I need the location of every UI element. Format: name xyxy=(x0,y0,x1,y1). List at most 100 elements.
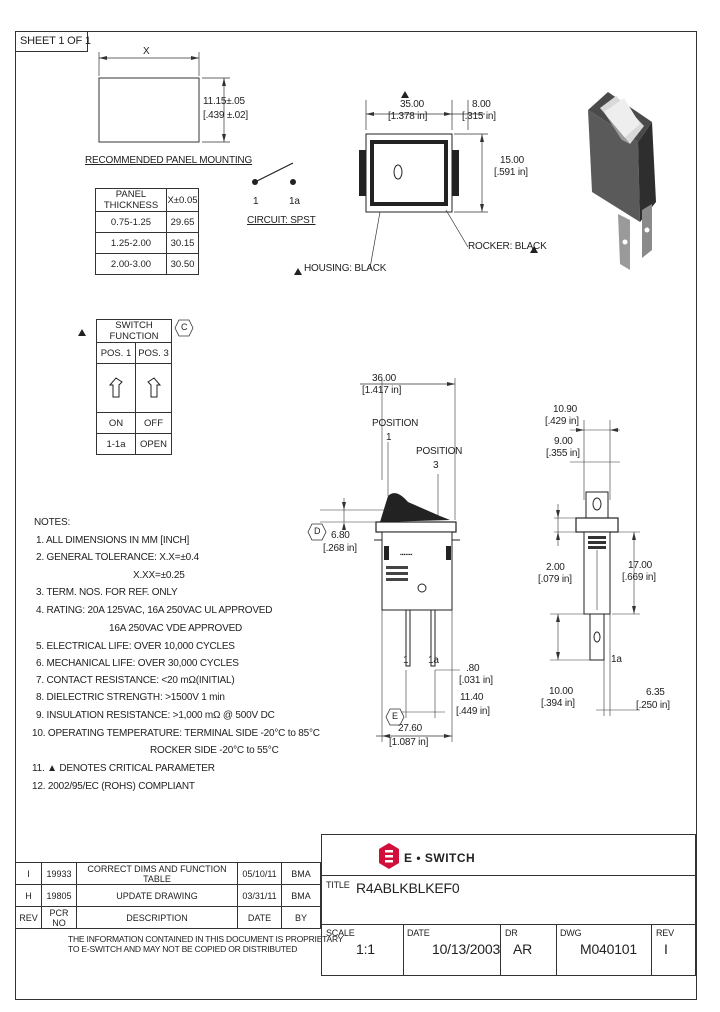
panel-caption: RECOMMENDED PANEL MOUNTING xyxy=(85,155,253,166)
end-body-height-dim-in: [.669 in] xyxy=(622,572,656,583)
circuit-pin-1: 1 xyxy=(253,196,259,207)
revision-table: I 19933 CORRECT DIMS AND FUNCTION TABLE … xyxy=(15,862,321,929)
note-item: 5. ELECTRICAL LIFE: OVER 10,000 CYCLES xyxy=(36,641,235,652)
end-terminal-length-dim-in: [.394 in] xyxy=(541,698,575,709)
circuit-caption: CIRCUIT: SPST xyxy=(247,215,316,226)
revision-header-pcr: PCR NO xyxy=(41,906,77,929)
rocker-pos1-icon xyxy=(96,363,136,413)
end-flange-dim: 2.00 xyxy=(546,562,565,573)
disclaimer-line-2: TO E-SWITCH AND MAY NOT BE COPIED OR DIS… xyxy=(68,944,298,954)
switch-circuit-pos3: OPEN xyxy=(135,433,172,455)
critical-parameter-icon xyxy=(294,263,302,281)
note-item: 2. GENERAL TOLERANCE: X.X=±0.4 xyxy=(36,552,199,563)
revision-header-date: DATE xyxy=(237,906,282,929)
circuit-symbol xyxy=(252,162,296,185)
position-3-label: POSITION xyxy=(416,446,463,457)
rev-cell: H xyxy=(15,884,42,907)
description-cell: UPDATE DRAWING xyxy=(76,884,238,907)
pcr-cell: 19933 xyxy=(41,862,77,885)
top-view-drawing xyxy=(359,100,488,269)
note-item: 3. TERM. NOS. FOR REF. ONLY xyxy=(36,587,178,598)
note-item: X.XX=±0.25 xyxy=(133,570,185,581)
description-cell: CORRECT DIMS AND FUNCTION TABLE xyxy=(76,862,238,885)
panel-header-x: X±0.05 xyxy=(166,188,199,212)
circuit-pin-1a: 1a xyxy=(289,196,300,207)
rev-cell xyxy=(651,924,696,976)
panel-x-label: X xyxy=(143,46,150,57)
switch-circuit-pos1: 1-1a xyxy=(96,433,136,455)
switch-function-title: SWITCH FUNCTION xyxy=(96,319,172,343)
critical-parameter-icon xyxy=(78,324,86,342)
table-cell: 29.65 xyxy=(166,211,199,233)
position-3-number: 3 xyxy=(433,460,439,471)
note-item: 9. INSULATION RESISTANCE: >1,000 mΩ @ 50… xyxy=(36,710,275,721)
end-top-width-dim-in: [.429 in] xyxy=(545,416,579,427)
end-terminal-offset-dim-in: [.250 in] xyxy=(636,700,670,711)
date-cell: 05/10/11 xyxy=(237,862,282,885)
date-label: DATE xyxy=(407,928,430,938)
critical-parameter-icon xyxy=(530,241,538,259)
revision-header-rev: REV xyxy=(15,906,42,929)
end-mid-width-dim: 9.00 xyxy=(554,436,573,447)
terminal-label-1: 1 xyxy=(403,655,409,666)
terminal-span-dim-in: [.449 in] xyxy=(456,706,490,717)
rev-label: REV xyxy=(656,928,674,938)
end-top-width-dim: 10.90 xyxy=(553,404,578,415)
eswitch-logo-icon xyxy=(379,843,399,869)
note-item: 8. DIELECTRIC STRENGTH: >1500V 1 min xyxy=(36,692,225,703)
logo-text: E • SWITCH xyxy=(404,851,476,865)
side-overall-dim-in: [1.417 in] xyxy=(362,385,402,396)
note-item: 7. CONTACT RESISTANCE: <20 mΩ(INITIAL) xyxy=(36,675,235,686)
body-width-dim-in: [1.087 in] xyxy=(389,737,429,748)
end-flange-dim-in: [.079 in] xyxy=(538,574,572,585)
by-cell: BMA xyxy=(281,862,321,885)
critical-parameter-icon xyxy=(401,86,409,104)
end-body-height-dim: 17.00 xyxy=(628,560,653,571)
top-width-dim-in: [1.378 in] xyxy=(388,111,428,122)
note-item: ROCKER SIDE -20°C to 55°C xyxy=(150,745,279,756)
rev-cell: I xyxy=(15,862,42,885)
rev-value: I xyxy=(664,941,668,957)
scale-label: SCALE xyxy=(326,928,355,938)
panel-height-dim: 11.15±.05 xyxy=(203,96,245,107)
dwg-label: DWG xyxy=(560,928,582,938)
top-depth-dim: 8.00 xyxy=(472,99,491,110)
note-item: 16A 250VAC VDE APPROVED xyxy=(109,623,243,634)
terminal-width-dim-in: [.031 in] xyxy=(459,675,493,686)
panel-cutout-drawing xyxy=(98,52,230,143)
marker-e: E xyxy=(392,711,398,721)
marker-d: D xyxy=(314,526,321,536)
table-cell: 2.00-3.00 xyxy=(95,253,167,275)
top-height-dim: 15.00 xyxy=(500,155,525,166)
sheet-label: SHEET 1 OF 1 xyxy=(20,35,91,47)
end-terminal-offset-dim: 6.35 xyxy=(646,687,665,698)
drawn-by-value: AR xyxy=(513,941,533,957)
panel-height-dim-in: [.439 ±.02] xyxy=(203,110,248,121)
revision-header-by: BY xyxy=(281,906,321,929)
side-overall-dim: 36.00 xyxy=(372,373,397,384)
date-cell: 03/31/11 xyxy=(237,884,282,907)
switch-function-pos3: POS. 3 xyxy=(135,342,172,364)
end-terminal-label: 1a xyxy=(611,654,622,665)
end-mid-width-dim-in: [.355 in] xyxy=(546,448,580,459)
table-cell: 1.25-2.00 xyxy=(95,232,167,254)
drawing-frame xyxy=(15,31,697,1000)
position-1-number: 1 xyxy=(386,432,392,443)
revision-header-description: DESCRIPTION xyxy=(76,906,238,929)
panel-header-thickness: PANEL THICKNESS xyxy=(95,188,167,212)
title-label: TITLE xyxy=(326,880,350,890)
table-cell: 30.50 xyxy=(166,253,199,275)
side-body-marking: ▪▪▪▪▪▪▪ xyxy=(400,552,413,558)
note-item: 4. RATING: 20A 125VAC, 16A 250VAC UL APP… xyxy=(36,605,273,616)
terminal-span-dim: 11.40 xyxy=(460,692,484,703)
by-cell: BMA xyxy=(281,884,321,907)
hexagon-marker-icon xyxy=(174,319,194,337)
scale-value: 1:1 xyxy=(356,941,375,957)
switch-3d-render xyxy=(588,92,656,270)
switch-state-off: OFF xyxy=(135,412,172,434)
rocker-height-dim: 6.80 xyxy=(331,530,350,541)
rocker-height-dim-in: [.268 in] xyxy=(323,543,357,554)
note-item: 1. ALL DIMENSIONS IN MM [INCH] xyxy=(36,535,190,546)
